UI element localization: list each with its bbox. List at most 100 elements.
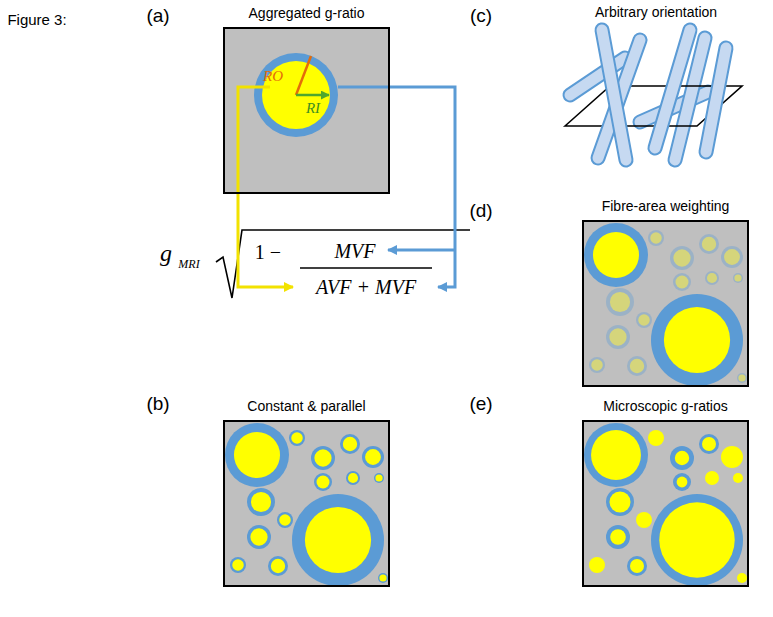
myelin-sheath	[670, 246, 694, 270]
fibre	[705, 271, 719, 285]
fibre	[636, 512, 652, 528]
formula-term: MVF	[334, 240, 375, 263]
fibre	[230, 557, 246, 573]
myelin-pointer	[388, 249, 455, 252]
fibre-cylinder	[706, 48, 726, 152]
myelin-sheath	[705, 271, 719, 285]
panel-letter: (a)	[146, 5, 169, 27]
myelin-sheath	[670, 446, 694, 470]
fibre	[699, 234, 719, 254]
axon	[379, 574, 386, 581]
axon	[348, 473, 358, 483]
axon	[291, 432, 303, 444]
myelin-sheath	[699, 234, 719, 254]
axon	[589, 557, 605, 573]
fibre	[292, 494, 384, 586]
fibre	[314, 473, 332, 491]
inner-radius	[296, 94, 329, 97]
myelin-sheath	[737, 373, 747, 383]
axon	[702, 237, 716, 251]
myelin-sheath	[636, 312, 652, 328]
myelin-sheath	[651, 294, 743, 386]
myelin-sheath	[277, 512, 293, 528]
fibre-cylinder	[602, 30, 626, 160]
radius-label: RI	[306, 100, 320, 117]
myelin-sheath	[673, 473, 691, 491]
myelin-sheath	[230, 557, 246, 573]
myelin-sheath	[292, 494, 384, 586]
panel-letter: (c)	[470, 5, 492, 27]
myelin-sheath	[648, 230, 664, 246]
axon	[676, 276, 689, 289]
myelin-sheath	[627, 356, 647, 376]
axon	[250, 528, 267, 545]
fraction-bar	[300, 267, 432, 269]
panel-box: Microscopic g-ratios	[582, 420, 749, 587]
axon	[630, 559, 644, 573]
myelin-sheath	[584, 423, 648, 487]
fibre	[627, 356, 647, 376]
myelin-sheath	[374, 473, 384, 483]
fibre	[648, 430, 664, 446]
fibre	[311, 446, 335, 470]
fibre	[289, 430, 305, 446]
fibre	[584, 423, 648, 487]
fibre	[346, 471, 360, 485]
fibre	[362, 446, 384, 468]
fibre	[733, 473, 743, 483]
myelin-sheath	[651, 494, 743, 586]
fibre-illustration	[565, 30, 742, 160]
axon	[610, 529, 626, 545]
axon	[609, 328, 626, 345]
fibre	[705, 471, 719, 485]
tissue-ground	[223, 27, 390, 194]
myelin-sheath	[268, 556, 288, 576]
axon	[724, 249, 740, 265]
formula-term: 1 −	[255, 241, 281, 264]
panel-heading: Fibre-area weighting	[602, 198, 730, 214]
axon	[262, 61, 330, 129]
fibre	[651, 494, 743, 586]
axon	[677, 477, 688, 488]
fibre	[606, 488, 634, 516]
panel-illustration	[223, 27, 390, 194]
myelin-sheath	[289, 430, 305, 446]
axon	[707, 273, 717, 283]
myelin-sheath	[225, 423, 289, 487]
myelin-sheath	[721, 246, 743, 268]
panel-box: Fibre-area weighting	[582, 220, 749, 387]
axon	[737, 573, 747, 583]
radius-label: RO	[263, 68, 283, 85]
myelin-sheath	[346, 471, 360, 485]
axon	[659, 502, 734, 577]
formula-subscript: MRI	[178, 257, 199, 272]
myelin-sheath	[311, 446, 335, 470]
axon	[317, 476, 330, 489]
fibre	[589, 557, 605, 573]
axon	[702, 437, 716, 451]
axon	[734, 274, 741, 281]
fibre	[670, 246, 694, 270]
axon	[610, 292, 630, 312]
fibre	[737, 373, 747, 383]
axon	[705, 471, 719, 485]
axon	[638, 314, 650, 326]
myelin-sheath	[627, 556, 647, 576]
tissue-ground	[223, 420, 390, 587]
fibre	[721, 446, 743, 468]
axon-pointer	[238, 87, 293, 287]
fibre	[225, 423, 289, 487]
fibre	[606, 525, 630, 549]
fibre-cylinder	[655, 30, 690, 148]
myelin-sheath	[606, 525, 630, 549]
tissue-ground	[582, 420, 749, 587]
fibre	[277, 512, 293, 528]
myelin-sheath	[247, 488, 275, 516]
axon	[365, 449, 381, 465]
myelin-sheath	[673, 273, 691, 291]
axon	[675, 451, 689, 465]
figure-title: Figure 3:	[7, 11, 66, 28]
fibre	[627, 556, 647, 576]
